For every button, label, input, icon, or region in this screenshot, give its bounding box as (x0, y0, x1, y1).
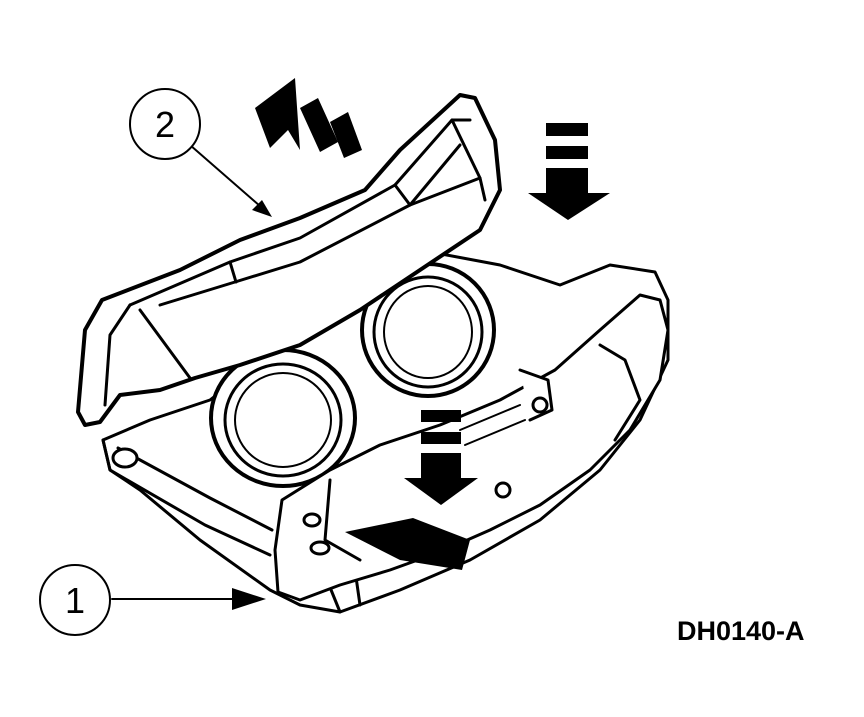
arrow-pad-outward (255, 78, 362, 158)
caliper-housing (101, 248, 670, 614)
callout-2-label: 2 (155, 104, 175, 145)
arrow-bracket-down (404, 410, 478, 505)
callout-2: 2 (129, 88, 201, 160)
piston-bores (209, 262, 496, 488)
arrow-bracket-inward (345, 518, 470, 570)
brake-pad (76, 93, 502, 427)
callout-2-leader (189, 144, 269, 214)
callout-1: 1 (39, 564, 111, 636)
caliper-front-bracket (273, 293, 670, 602)
callout-2-arrowhead (252, 200, 272, 217)
callout-1-label: 1 (65, 580, 85, 621)
figure-code: DH0140-A (677, 616, 805, 646)
arrow-pad-down (528, 123, 610, 220)
callout-1-arrowhead (232, 588, 266, 610)
